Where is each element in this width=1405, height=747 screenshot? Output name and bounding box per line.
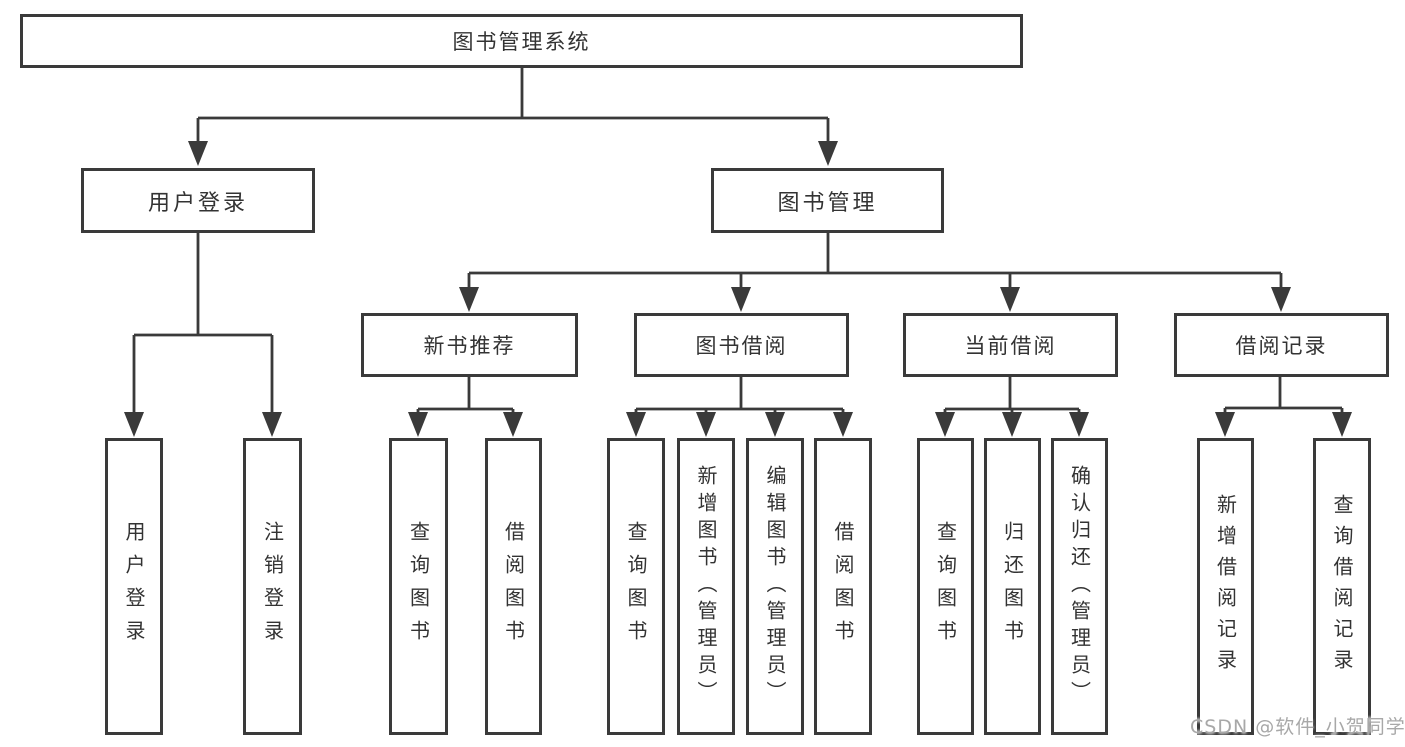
node-label: 查询图书 xyxy=(406,520,431,653)
node-label: 确认归还（管理员） xyxy=(1067,465,1092,708)
node-label: 新增借阅记录 xyxy=(1213,493,1238,680)
node-label: 查询图书 xyxy=(624,520,648,653)
node-new-book-recommend: 新书推荐 xyxy=(361,313,578,377)
node-label: 图书借阅 xyxy=(695,334,788,358)
node-current-borrowing: 当前借阅 xyxy=(903,313,1118,377)
connector-borrow-record-branch xyxy=(1215,377,1352,437)
node-label: 借阅图书 xyxy=(501,520,526,653)
connector-new-book-branch xyxy=(408,377,523,437)
node-leaf-add-borrow-record: 新增借阅记录 xyxy=(1197,438,1254,735)
node-label: 当前借阅 xyxy=(964,334,1057,358)
node-leaf-return-books: 归还图书 xyxy=(984,438,1041,735)
node-label: 图书管理系统 xyxy=(452,30,591,54)
connector-root-to-level2 xyxy=(188,68,838,166)
connector-book-borrow-branch xyxy=(626,377,853,437)
node-book-management: 图书管理 xyxy=(711,168,944,233)
node-label: 借阅图书 xyxy=(831,520,855,653)
node-leaf-query-borrow-record: 查询借阅记录 xyxy=(1313,438,1371,735)
node-leaf-query-books-borrowing: 查询图书 xyxy=(607,438,665,735)
connector-user-login-branch xyxy=(124,233,282,437)
node-leaf-borrow-books-borrowing: 借阅图书 xyxy=(814,438,872,735)
connector-book-mgmt-to-level3 xyxy=(459,233,1291,312)
csdn-watermark: CSDN @软件_小贺同学 xyxy=(1190,716,1405,738)
node-borrowing-records: 借阅记录 xyxy=(1174,313,1389,377)
node-label: 归还图书 xyxy=(1000,520,1025,653)
node-label: 查询图书 xyxy=(933,520,958,653)
node-label: 编辑图书（管理员） xyxy=(763,465,787,708)
node-leaf-query-books-recommend: 查询图书 xyxy=(389,438,448,735)
node-label: 用户登录 xyxy=(122,520,146,653)
node-label: 借阅记录 xyxy=(1235,334,1328,358)
node-leaf-user-login: 用户登录 xyxy=(105,438,163,735)
node-label: 图书管理 xyxy=(777,190,878,216)
node-label: 注销登录 xyxy=(260,520,285,653)
node-label: 用户登录 xyxy=(147,190,248,216)
node-leaf-edit-books-admin: 编辑图书（管理员） xyxy=(746,438,804,735)
node-label: 新书推荐 xyxy=(423,334,516,358)
node-library-management-system: 图书管理系统 xyxy=(20,14,1023,68)
connector-current-borrow-branch xyxy=(935,377,1089,437)
node-leaf-borrow-books-recommend: 借阅图书 xyxy=(485,438,542,735)
node-leaf-query-books-current: 查询图书 xyxy=(917,438,974,735)
node-leaf-logout: 注销登录 xyxy=(243,438,302,735)
node-leaf-confirm-return-admin: 确认归还（管理员） xyxy=(1051,438,1108,735)
node-label: 新增图书（管理员） xyxy=(694,465,718,708)
node-label: 查询借阅记录 xyxy=(1330,493,1354,680)
node-leaf-add-books-admin: 新增图书（管理员） xyxy=(677,438,735,735)
node-user-login: 用户登录 xyxy=(81,168,315,233)
node-book-borrowing: 图书借阅 xyxy=(634,313,849,377)
